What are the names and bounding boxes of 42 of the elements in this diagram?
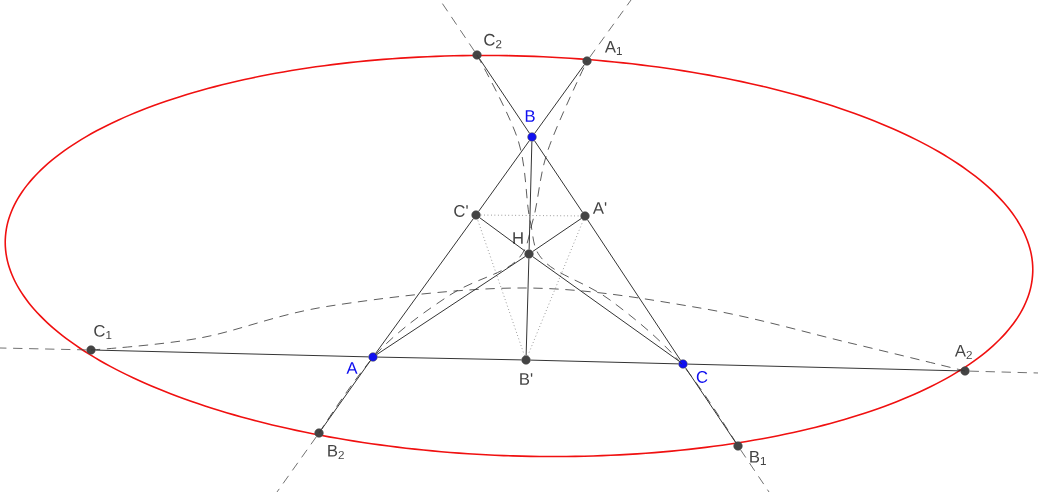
extension-line xyxy=(0,347,87,351)
line-segment xyxy=(95,349,369,358)
line-segment xyxy=(525,258,530,356)
point-label: C$_{1}$ xyxy=(94,324,112,340)
line-segment xyxy=(587,219,681,361)
line-segment xyxy=(377,356,522,361)
point-label: B xyxy=(525,110,535,122)
line-segment xyxy=(375,218,474,354)
line-segment xyxy=(479,58,530,134)
point-label: C xyxy=(696,371,708,383)
point-label: A$_{1}$ xyxy=(604,41,622,55)
point-label: B$_{2}$ xyxy=(328,444,344,460)
line-segment xyxy=(376,256,526,355)
line-segment xyxy=(687,363,961,372)
extension-line xyxy=(589,0,632,58)
line-segment xyxy=(530,359,679,365)
extension-line xyxy=(740,449,770,492)
dashed-curve xyxy=(318,60,588,434)
dotted-line xyxy=(477,218,525,357)
line-segment xyxy=(528,141,533,250)
point-label: H xyxy=(513,232,523,244)
dotted-line xyxy=(480,214,581,217)
extension-line xyxy=(276,436,317,492)
line-segment xyxy=(685,367,736,443)
extension-line xyxy=(439,0,475,52)
dashed-curve xyxy=(90,287,966,372)
point-label: A$_{2}$ xyxy=(954,344,972,360)
point-label: B$_{1}$ xyxy=(750,451,766,465)
line-segment xyxy=(478,140,530,212)
extension-line xyxy=(969,370,1038,374)
point-label: A' xyxy=(592,202,607,214)
point-label: C' xyxy=(454,205,468,217)
point-label: C$_{2}$ xyxy=(484,33,502,49)
line-segment xyxy=(321,360,371,430)
line-segment xyxy=(532,256,680,362)
line-segment xyxy=(479,217,526,252)
point-label: B' xyxy=(520,373,533,385)
dashed-curve xyxy=(476,54,739,447)
line-segment xyxy=(534,140,583,213)
line-segment xyxy=(532,218,582,252)
line-segment xyxy=(534,64,585,134)
point-label: A xyxy=(346,362,358,374)
